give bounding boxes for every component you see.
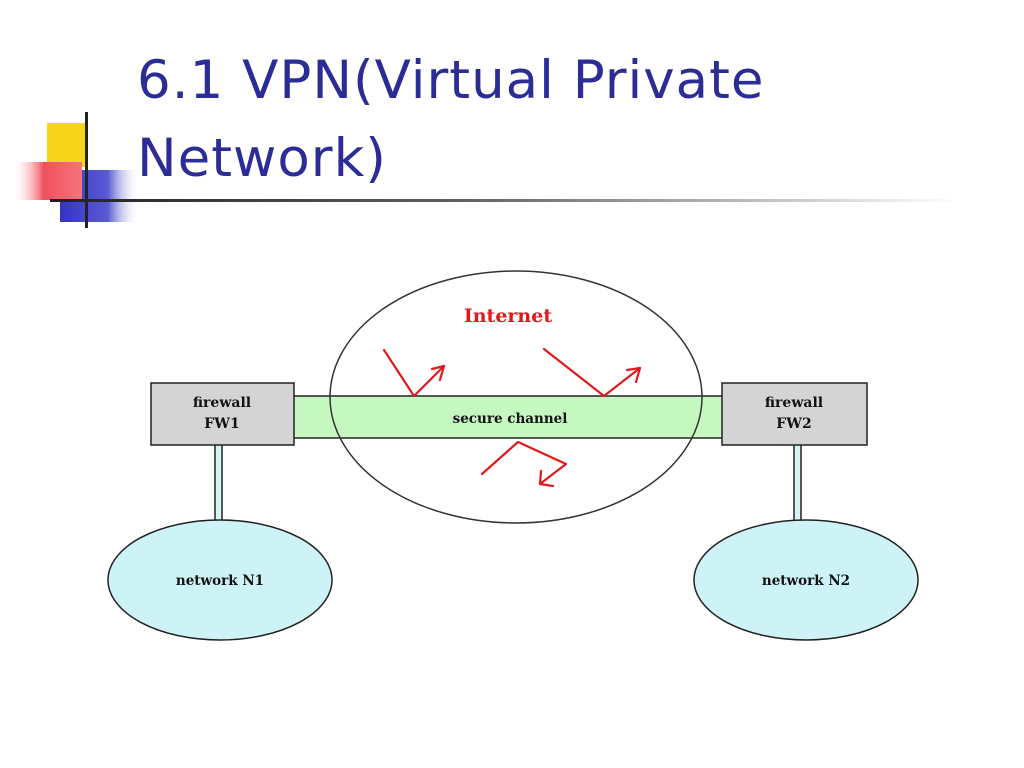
attack-arrow-right-head bbox=[625, 366, 642, 384]
attack-arrow-bottom bbox=[480, 440, 568, 486]
slide-title-line2: Network) bbox=[137, 128, 387, 189]
network-n2-label: network N2 bbox=[762, 573, 850, 589]
network-n1-label: network N1 bbox=[176, 573, 264, 589]
network-n2-cloud bbox=[693, 519, 919, 641]
fw1-label-line2: FW1 bbox=[204, 416, 239, 432]
attack-arrow-left-head bbox=[430, 364, 446, 382]
fw2-label-line1: firewall bbox=[765, 395, 823, 411]
internet-cloud bbox=[329, 270, 703, 524]
secure-channel-label: secure channel bbox=[453, 411, 568, 427]
slide-title-line1: 6.1 VPN(Virtual Private bbox=[137, 50, 765, 111]
firewall-fw2-box bbox=[721, 382, 868, 446]
fw1-network-link bbox=[214, 443, 223, 523]
fw2-label-line2: FW2 bbox=[776, 416, 811, 432]
fw2-network-link bbox=[793, 443, 802, 523]
attack-arrows bbox=[382, 347, 642, 488]
attack-arrow-left bbox=[382, 348, 446, 398]
attack-arrow-right bbox=[542, 347, 642, 398]
fw1-label-line1: firewall bbox=[193, 395, 251, 411]
firewall-fw1-box bbox=[150, 382, 295, 446]
internet-label: Internet bbox=[464, 305, 552, 327]
attack-arrow-bottom-head bbox=[538, 469, 555, 488]
network-n1-cloud bbox=[107, 519, 333, 641]
slide-title: 6.1 VPN(Virtual Private Network) bbox=[137, 42, 917, 198]
